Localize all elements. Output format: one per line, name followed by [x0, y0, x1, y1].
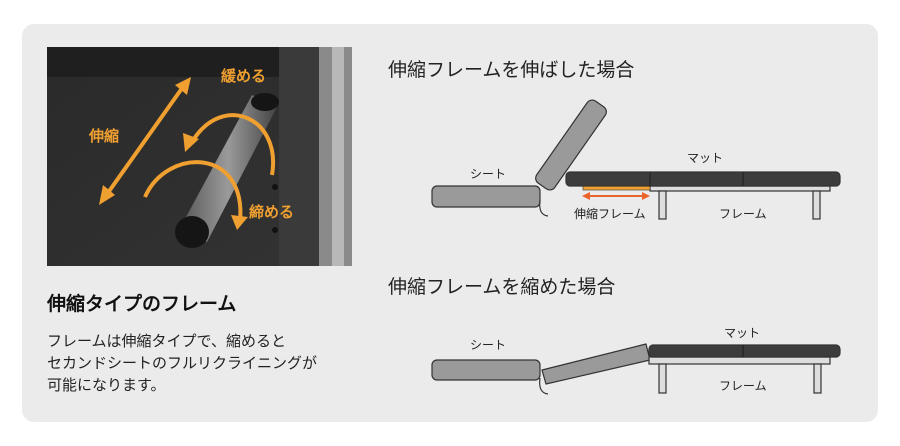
mat-label: マット [687, 151, 724, 165]
frame-leg [812, 190, 821, 220]
seat-back [535, 99, 607, 191]
frame-leg [658, 363, 667, 394]
frame-leg [658, 190, 667, 220]
description-line: 可能になります。 [47, 376, 166, 394]
telescopic-frame-label: 伸縮フレーム [574, 207, 646, 221]
mat [648, 344, 841, 358]
seat-label: シート [470, 338, 507, 352]
extended-title: 伸縮フレームを伸ばした場合 [388, 59, 635, 81]
seat-label: シート [470, 167, 507, 181]
seat-cushion [431, 359, 541, 381]
extend-label: 伸縮 [89, 127, 120, 145]
retracted-diagram [431, 343, 841, 395]
product-photo [47, 47, 352, 266]
mat [565, 171, 841, 187]
extended-diagram [431, 99, 841, 220]
retracted-title: 伸縮フレームを縮めた場合 [388, 276, 616, 298]
frame-label: フレーム [719, 379, 767, 393]
seat-back [541, 343, 651, 385]
description-line: フレームは伸縮タイプで、縮めると [47, 332, 286, 350]
frame [648, 356, 831, 365]
feature-heading: 伸縮タイプのフレーム [47, 293, 237, 315]
telescopic-frame [582, 185, 651, 191]
description-line: セカンドシートのフルリクライニングが [47, 354, 318, 372]
extend-arrow [582, 192, 650, 200]
seat-cushion [431, 185, 541, 208]
frame-label: フレーム [719, 207, 767, 221]
feature-description: フレームは伸縮タイプで、縮めると セカンドシートのフルリクライニングが 可能にな… [47, 330, 317, 396]
tighten-label: 締める [249, 203, 295, 221]
mat-label: マット [724, 326, 761, 340]
frame-leg [813, 363, 822, 394]
frame [649, 185, 831, 192]
loosen-label: 緩める [221, 67, 267, 85]
